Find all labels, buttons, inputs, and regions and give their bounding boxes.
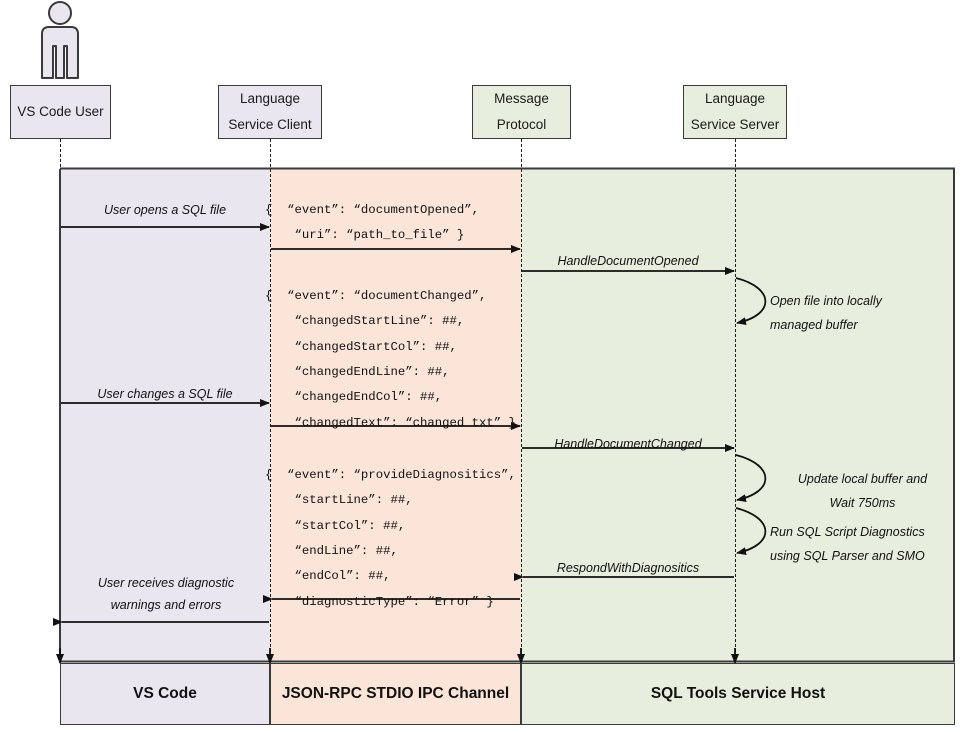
note-update-buffer-wait: Update local buffer and Wait 750ms [770,468,955,516]
json-payload-document-changed: { “event”: “documentChanged”, “changedSt… [265,289,516,430]
footer-label: JSON-RPC STDIO IPC Channel [281,685,510,702]
lifeline-label-line2: Service Server [690,117,780,132]
lifeline-message-protocol [521,139,522,667]
band-vscode [60,168,270,662]
note-line2: managed buffer [770,317,858,332]
footer-box-sql-tools: SQL Tools Service Host [521,663,955,725]
footer-box-jsonrpc: JSON-RPC STDIO IPC Channel [270,663,521,725]
band-ipc-channel [270,168,521,662]
json-payload-provide-diagnositics: { “event”: “provideDiagnositics”, “start… [265,468,516,609]
message-label-line1: User receives diagnostic [97,576,235,590]
footer-box-vs-code: VS Code [60,663,270,725]
lifeline-header-vscode-user: VS Code User [10,85,111,139]
lifeline-label-line1: Message [494,91,549,107]
lifeline-header-language-service-server: Language Service Server [683,85,787,139]
lifeline-label-line1: VS Code User [17,104,104,120]
lifeline-label-line1: Language [704,91,766,107]
lifeline-language-service-server [735,139,736,667]
footer-label: VS Code [133,685,197,702]
note-line1: Open file into locally [770,294,882,308]
message-label-respond-with-diagnositics: RespondWithDiagnositics [556,561,700,575]
footer-label: SQL Tools Service Host [650,685,826,702]
lifeline-label-line2: Protocol [496,117,547,132]
message-label-user-receives-diagnostics: User receives diagnostic warnings and er… [60,573,272,617]
lifeline-language-service-client [270,139,271,667]
lifeline-label-line2: Service Client [228,117,312,132]
json-payload-document-opened: { “event”: “documentOpened”, “uri”: “pat… [265,203,480,243]
message-label-user-opens-file: User opens a SQL file [103,203,227,217]
message-label-handle-document-opened: HandleDocumentOpened [557,254,699,268]
note-run-diagnostics: Run SQL Script Diagnostics using SQL Par… [770,521,955,569]
message-label-handle-document-changed: HandleDocumentChanged [554,437,702,451]
lifeline-header-language-service-client: Language Service Client [218,85,322,139]
band-service-host [521,168,955,662]
note-line2: Wait 750ms [829,495,896,510]
message-label-line2: warnings and errors [110,597,222,612]
note-open-file-buffer: Open file into locally managed buffer [770,290,955,338]
note-line2: using SQL Parser and SMO [770,548,925,563]
note-line1: Update local buffer and [797,472,928,486]
note-line1: Run SQL Script Diagnostics [770,525,925,539]
lifeline-header-message-protocol: Message Protocol [472,85,571,139]
lifeline-label-line1: Language [239,91,301,107]
message-label-user-changes-file: User changes a SQL file [97,387,233,401]
